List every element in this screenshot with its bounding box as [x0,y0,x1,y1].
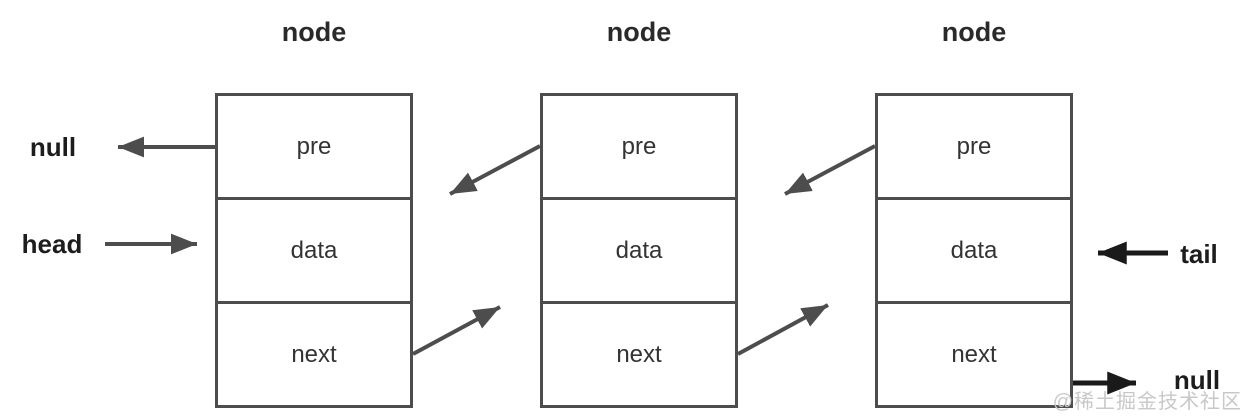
node2-pre-cell: pre [621,132,657,160]
node-3: pre data next [875,93,1073,408]
node3-pre-arrow [784,144,876,196]
node3-data-cell: data [878,197,1070,301]
node3-pre-cell: pre [956,132,992,160]
node3-next-cell: next [878,301,1070,405]
node1-title: node [281,17,347,47]
node2-next-arrow [737,303,829,356]
node3-title: node [941,17,1007,47]
node2-data-cell: data [543,197,735,301]
node2-title: node [606,17,672,47]
watermark-text: @稀土掘金技术社区 [1052,391,1242,413]
node1-data-cell: data [218,197,410,301]
null-label-head-side: null [29,132,77,162]
node2-pre-arrow [449,144,541,196]
null-label-tail-side: null [1173,365,1221,395]
node-2: pre data next [540,93,738,408]
node2-next-cell: next [543,301,735,405]
node-1: pre data next [215,93,413,408]
head-label: head [21,229,83,259]
node1-pre-cell: pre [296,132,332,160]
node1-next-arrow [412,305,501,356]
node1-next-cell: next [218,301,410,405]
tail-label: tail [1180,239,1218,269]
